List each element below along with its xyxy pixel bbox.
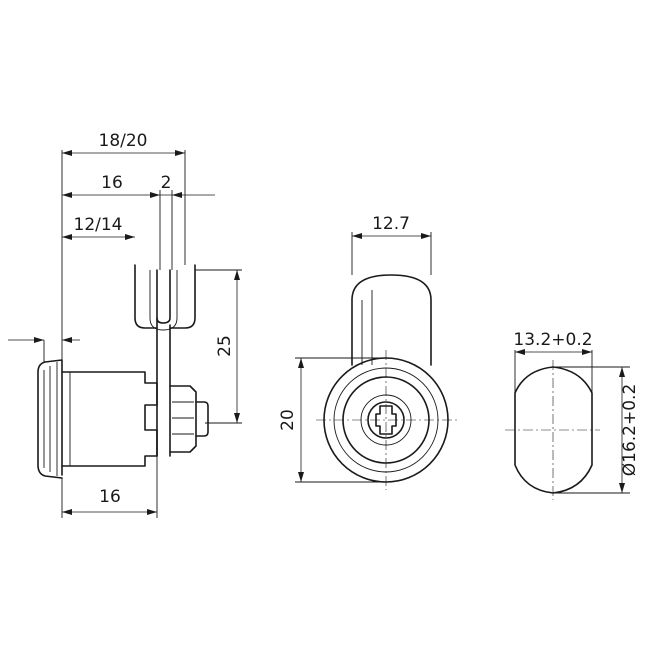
flange-inner <box>333 367 439 473</box>
dim-thread: 12/14 <box>74 215 123 235</box>
cam-inner <box>149 270 178 331</box>
cam-top <box>156 269 171 324</box>
keyway <box>375 405 397 435</box>
cutout-center-lines <box>505 360 600 500</box>
center-lines <box>316 350 458 490</box>
cutout-ext-right <box>553 366 630 494</box>
dim-overall: 18/20 <box>99 131 148 151</box>
extension-lines-bottom <box>61 456 158 518</box>
extension-lines-v <box>195 269 242 424</box>
dim-front-width: 12.7 <box>372 214 410 234</box>
dim-cam: 2 <box>161 173 172 193</box>
dim-cutout-width: 13.2+0.2 <box>513 330 592 350</box>
screw <box>195 401 209 437</box>
cam-hook <box>134 264 196 329</box>
plug <box>367 401 405 439</box>
dim-body: 16 <box>101 173 123 193</box>
flange-lines <box>43 362 58 476</box>
front-view: 12.7 20 <box>278 214 458 490</box>
lock-body <box>61 371 158 467</box>
side-view: 18/20 16 2 12/14 25 16 <box>8 131 242 518</box>
dim-cam-height: 25 <box>215 335 235 357</box>
cam-arm <box>351 274 432 366</box>
dim-cutout-diameter: Ø16.2+0.2 <box>620 384 640 477</box>
nut-facets <box>172 401 194 435</box>
nut <box>169 385 197 453</box>
cutout-view: 13.2+0.2 Ø16.2+0.2 <box>505 330 640 500</box>
cam-arm-shading <box>361 290 373 365</box>
cam-plate <box>156 317 171 457</box>
lock-flange <box>37 359 63 479</box>
cutout-profile <box>514 366 593 494</box>
front-ext-left <box>295 357 386 483</box>
dim-bottom: 16 <box>99 487 121 507</box>
front-ext-top <box>351 232 432 275</box>
dim-front-height: 20 <box>278 409 298 431</box>
extension-lines <box>61 150 186 360</box>
cutout-ext-top <box>514 350 593 393</box>
